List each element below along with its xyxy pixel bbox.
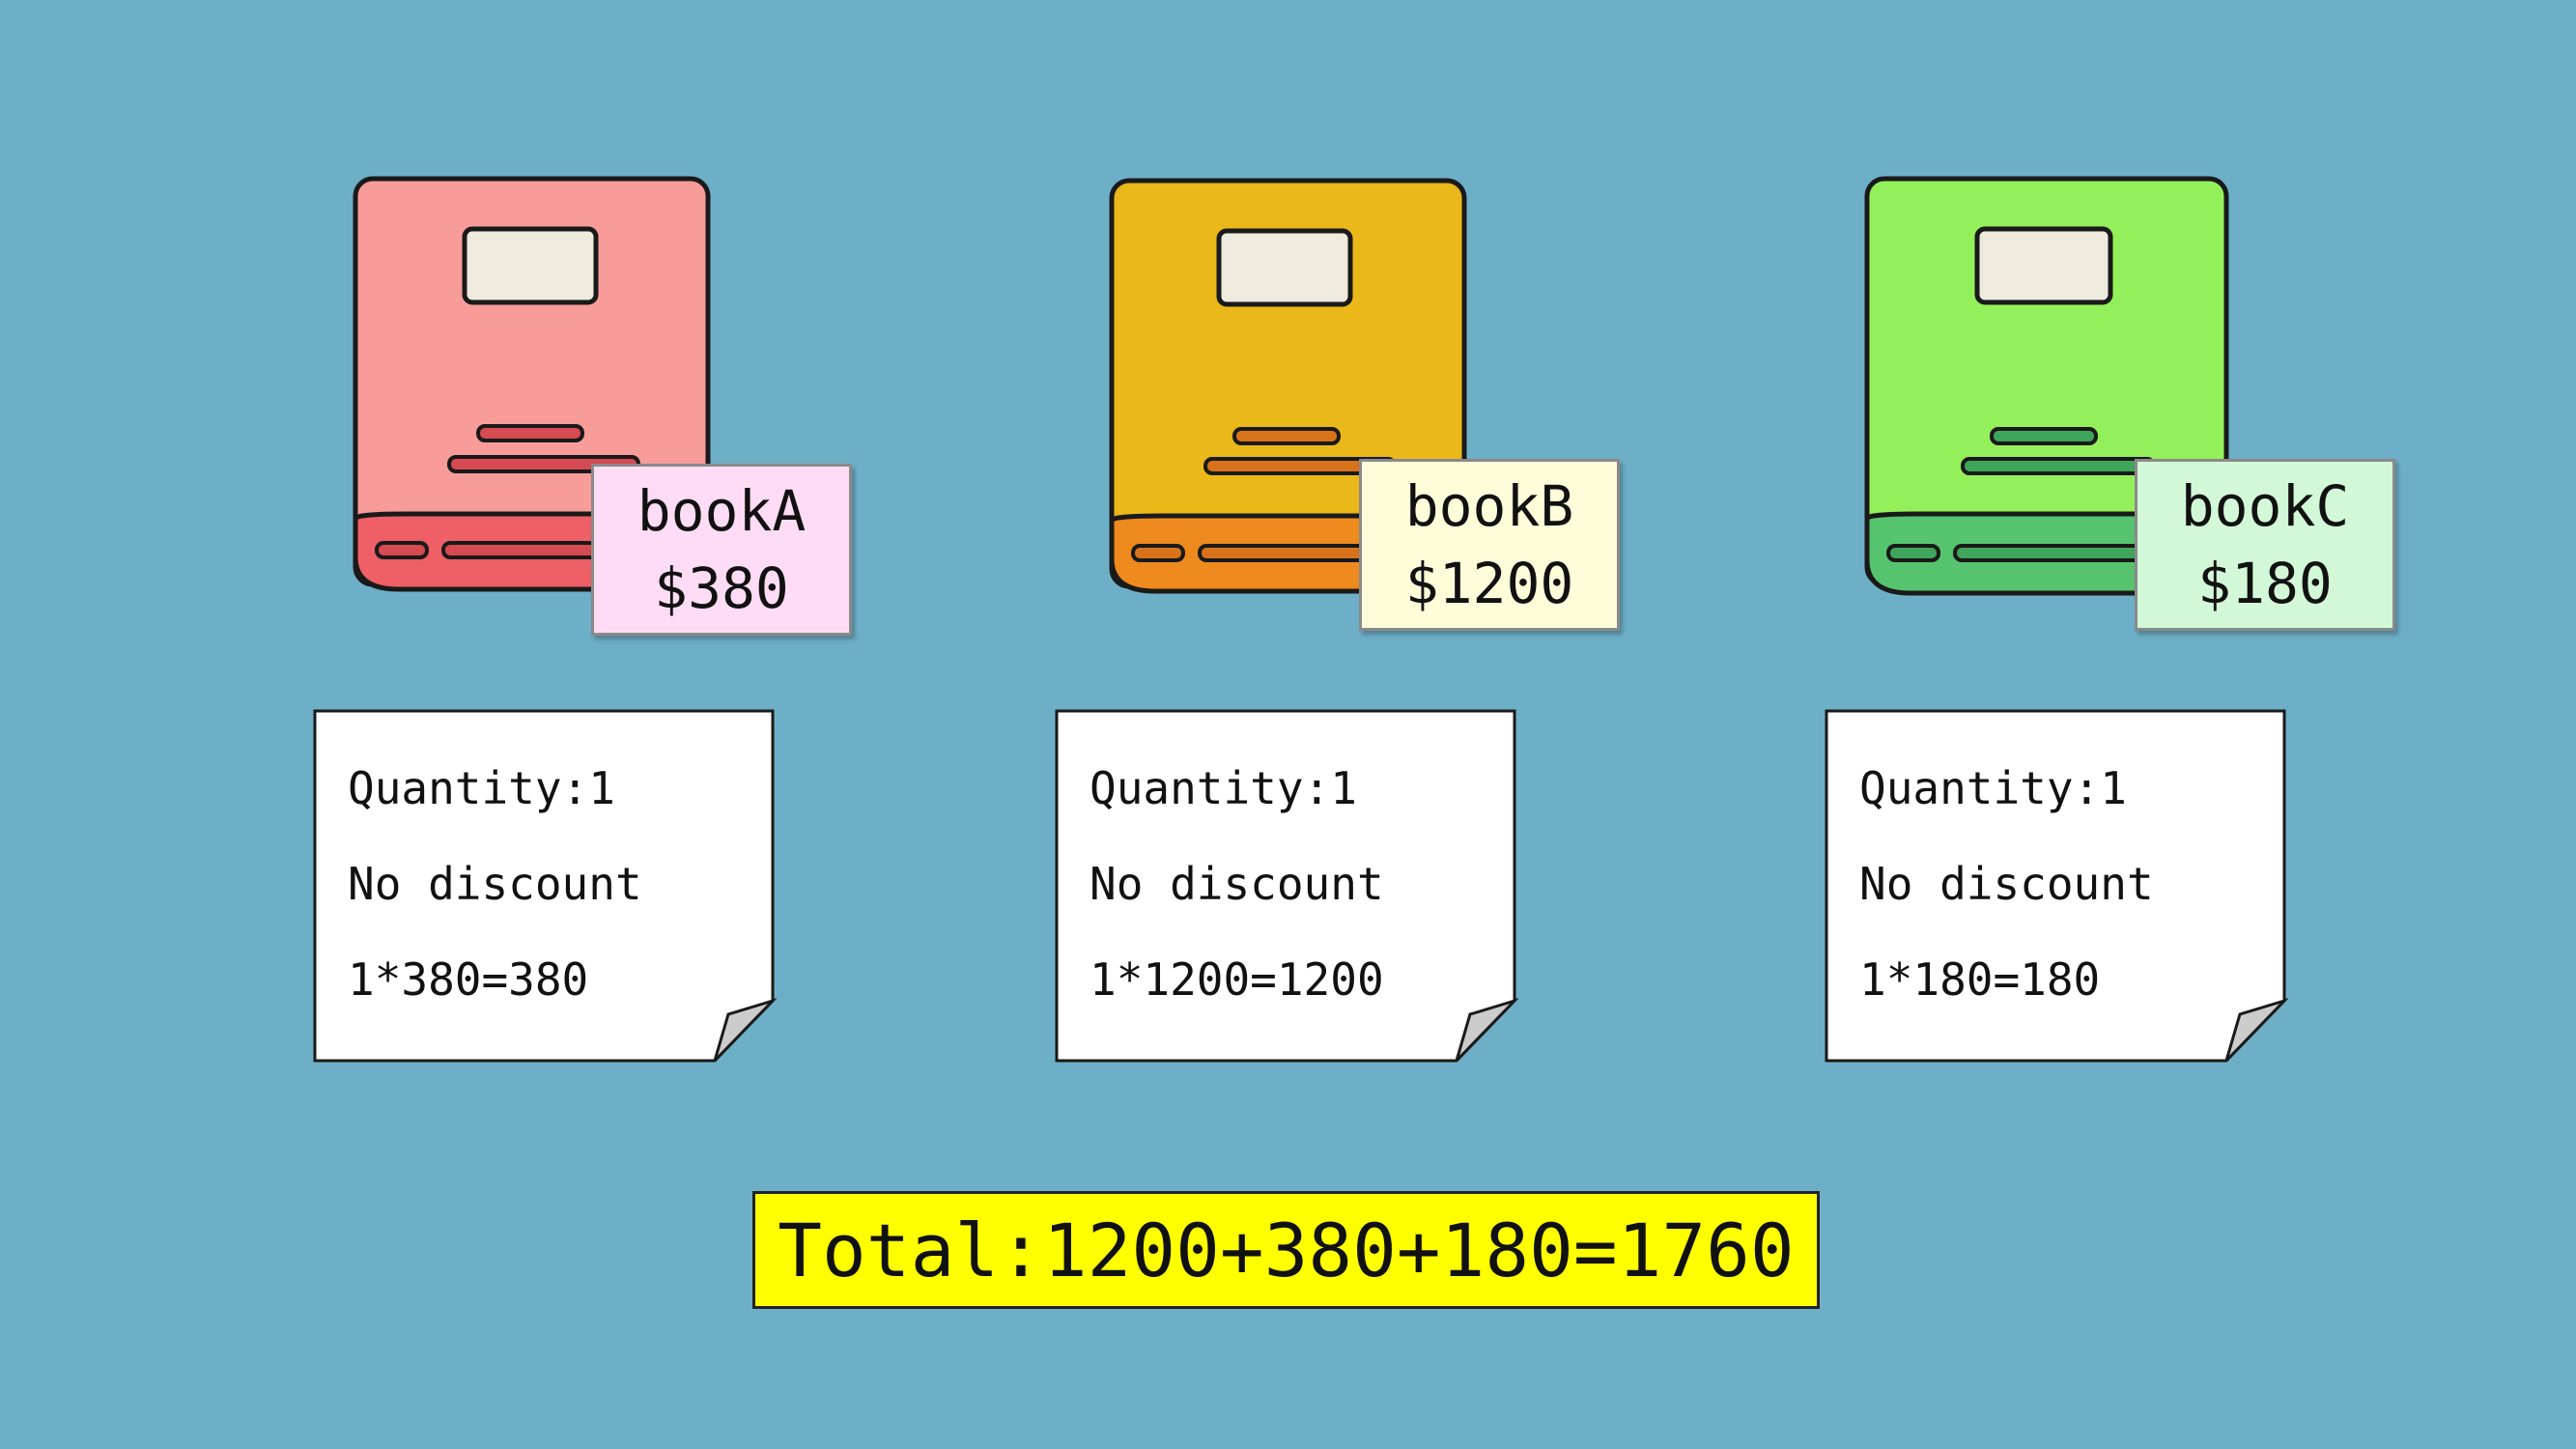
total-box: Total:1200+380+180=1760 xyxy=(752,1191,1820,1309)
quantity-text: Quantity:1 xyxy=(1859,762,2127,814)
calc-text: 1*1200=1200 xyxy=(1090,953,1384,1006)
calc-note-book-c: Quantity:1 No discount 1*180=180 xyxy=(1825,709,2288,1063)
note-fold xyxy=(2224,998,2288,1063)
calc-text: 1*180=180 xyxy=(1859,953,2101,1006)
price-tag-book-b: bookB $1200 xyxy=(1359,459,1620,631)
discount-text: No discount xyxy=(348,858,642,910)
book-name: bookC xyxy=(2180,473,2350,539)
book-price: $180 xyxy=(2197,551,2333,616)
calc-note-book-b: Quantity:1 No discount 1*1200=1200 xyxy=(1055,709,1518,1063)
discount-text: No discount xyxy=(1090,858,1384,910)
book-label-plate xyxy=(462,226,599,305)
price-tag-book-c: bookC $180 xyxy=(2135,459,2395,631)
book-name: bookB xyxy=(1404,473,1574,539)
book-price: $380 xyxy=(654,555,789,621)
calc-text: 1*380=380 xyxy=(348,953,589,1006)
note-fold xyxy=(1455,998,1518,1063)
note-fold xyxy=(713,998,777,1063)
book-label-plate xyxy=(1974,226,2113,305)
price-tag-book-a: bookA $380 xyxy=(591,464,852,636)
calc-note-book-a: Quantity:1 No discount 1*380=380 xyxy=(313,709,777,1063)
quantity-text: Quantity:1 xyxy=(1090,762,1357,814)
book-price: $1200 xyxy=(1404,551,1574,616)
discount-text: No discount xyxy=(1859,858,2154,910)
quantity-text: Quantity:1 xyxy=(348,762,615,814)
book-label-plate xyxy=(1216,228,1353,307)
book-name: bookA xyxy=(637,478,807,544)
